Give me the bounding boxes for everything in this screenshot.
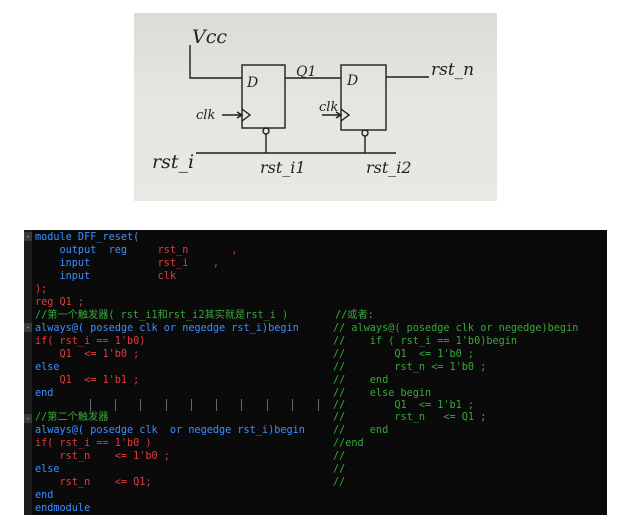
code-comment-alt: // [333,451,346,462]
code-line-always2: always@( posedge clk or negedge rst_i)be… [35,425,305,436]
code-comment-alt: // Q1 <= 1'b0 ; [333,349,475,360]
code-comment-alt: // end [333,375,389,386]
rst-i-label: rst_i [152,151,194,173]
code-comment-alt: // rst_n <= Q1 ; [333,412,487,423]
reset-bus [196,134,396,154]
code-line-q1-reset: Q1 <= 1'b0 ; [35,349,140,360]
code-comment-alt: // Q1 <= 1'b1 ; [333,400,475,411]
clk1-label: clk [196,108,215,123]
code-line-module: module DFF_reset( [35,232,140,243]
q1-label: Q1 [296,64,316,80]
code-comment-alt: //end [333,438,364,449]
indent-guide [292,399,293,411]
code-line-output: output reg rst_n , [35,245,238,256]
fold-toggle-module[interactable]: - [24,232,32,241]
code-comment-alt: // always@( posedge clk or negedge)begin [333,323,579,334]
code-line-else2: else [35,464,60,475]
indent-guide [90,399,91,411]
code-comment-alt: // if ( rst_i == 1'b0)begin [333,336,518,347]
code-line-rstn-set: rst_n <= Q1; [35,477,152,488]
code-comment-alt: // rst_n <= 1'b0 ; [333,362,487,373]
code-editor[interactable]: - - - [24,230,607,515]
clk2-arrow [322,111,343,119]
code-line-end2: end [35,490,54,501]
code-comment-alt: // end [333,425,389,436]
vcc-label: Vcc [192,26,227,48]
code-line-close-paren: ); [35,284,48,295]
code-comment-alt: // else begin [333,388,432,399]
code-line-if2: if( rst_i == 1'b0 ) [35,438,152,449]
ff2-reset-bubble [361,129,369,137]
code-comment-ff1: //第一个触发器( rst_i1和rst_i2其实就是rst_i ) [35,310,289,321]
circuit-drawing: Vcc D D Q1 rst_n clk clk rst_i rst_i1 rs… [152,26,474,177]
ff1-box [241,64,286,129]
code-comment-alt: // [333,477,346,488]
indent-guide [216,399,217,411]
code-comment-alt-header: //或者: [335,310,374,321]
code-line-if1: if( rst_i == 1'b0) [35,336,146,347]
rst-i1-label: rst_i1 [260,158,306,177]
ff1-reset-bubble [262,127,270,135]
indent-guide [140,399,141,411]
indent-guide [166,399,167,411]
code-comment-alt: // [333,464,346,475]
code-line-rstn-reset: rst_n <= 1'b0 ; [35,451,170,462]
fold-toggle-always2[interactable]: - [24,414,32,423]
rst-i2-label: rst_i2 [366,158,412,177]
code-line-reg: reg Q1 ; [35,297,85,308]
code-comment-ff2: //第二个触发器 [35,412,109,423]
indent-guide [267,399,268,411]
code-line-endmodule: endmodule [35,503,91,514]
code-line-else1: else [35,362,60,373]
ff1-d-label: D [246,75,258,91]
rst-n-label: rst_n [431,60,474,80]
ff1-clock-triangle [241,108,252,122]
indent-guide [191,399,192,411]
code-line-always1: always@( posedge clk or negedge rst_i)be… [35,323,299,334]
code-line-input-rst: input rst_i , [35,258,220,269]
indent-guide [241,399,242,411]
circuit-photo: Vcc D D Q1 rst_n clk clk rst_i rst_i1 rs… [134,13,497,201]
fold-gutter [24,230,32,515]
indent-guide [318,399,319,411]
ff2-d-label: D [346,73,358,89]
vcc-wire [189,45,242,79]
code-line-input-clk: input clk [35,271,177,282]
code-line-q1-set: Q1 <= 1'b1 ; [35,375,140,386]
fold-toggle-always1[interactable]: - [24,323,32,332]
indent-guide [115,399,116,411]
ff2-clock-triangle [340,108,351,122]
clk1-arrow [222,111,244,119]
clk2-label: clk [319,100,338,115]
code-line-end1: end [35,388,54,399]
